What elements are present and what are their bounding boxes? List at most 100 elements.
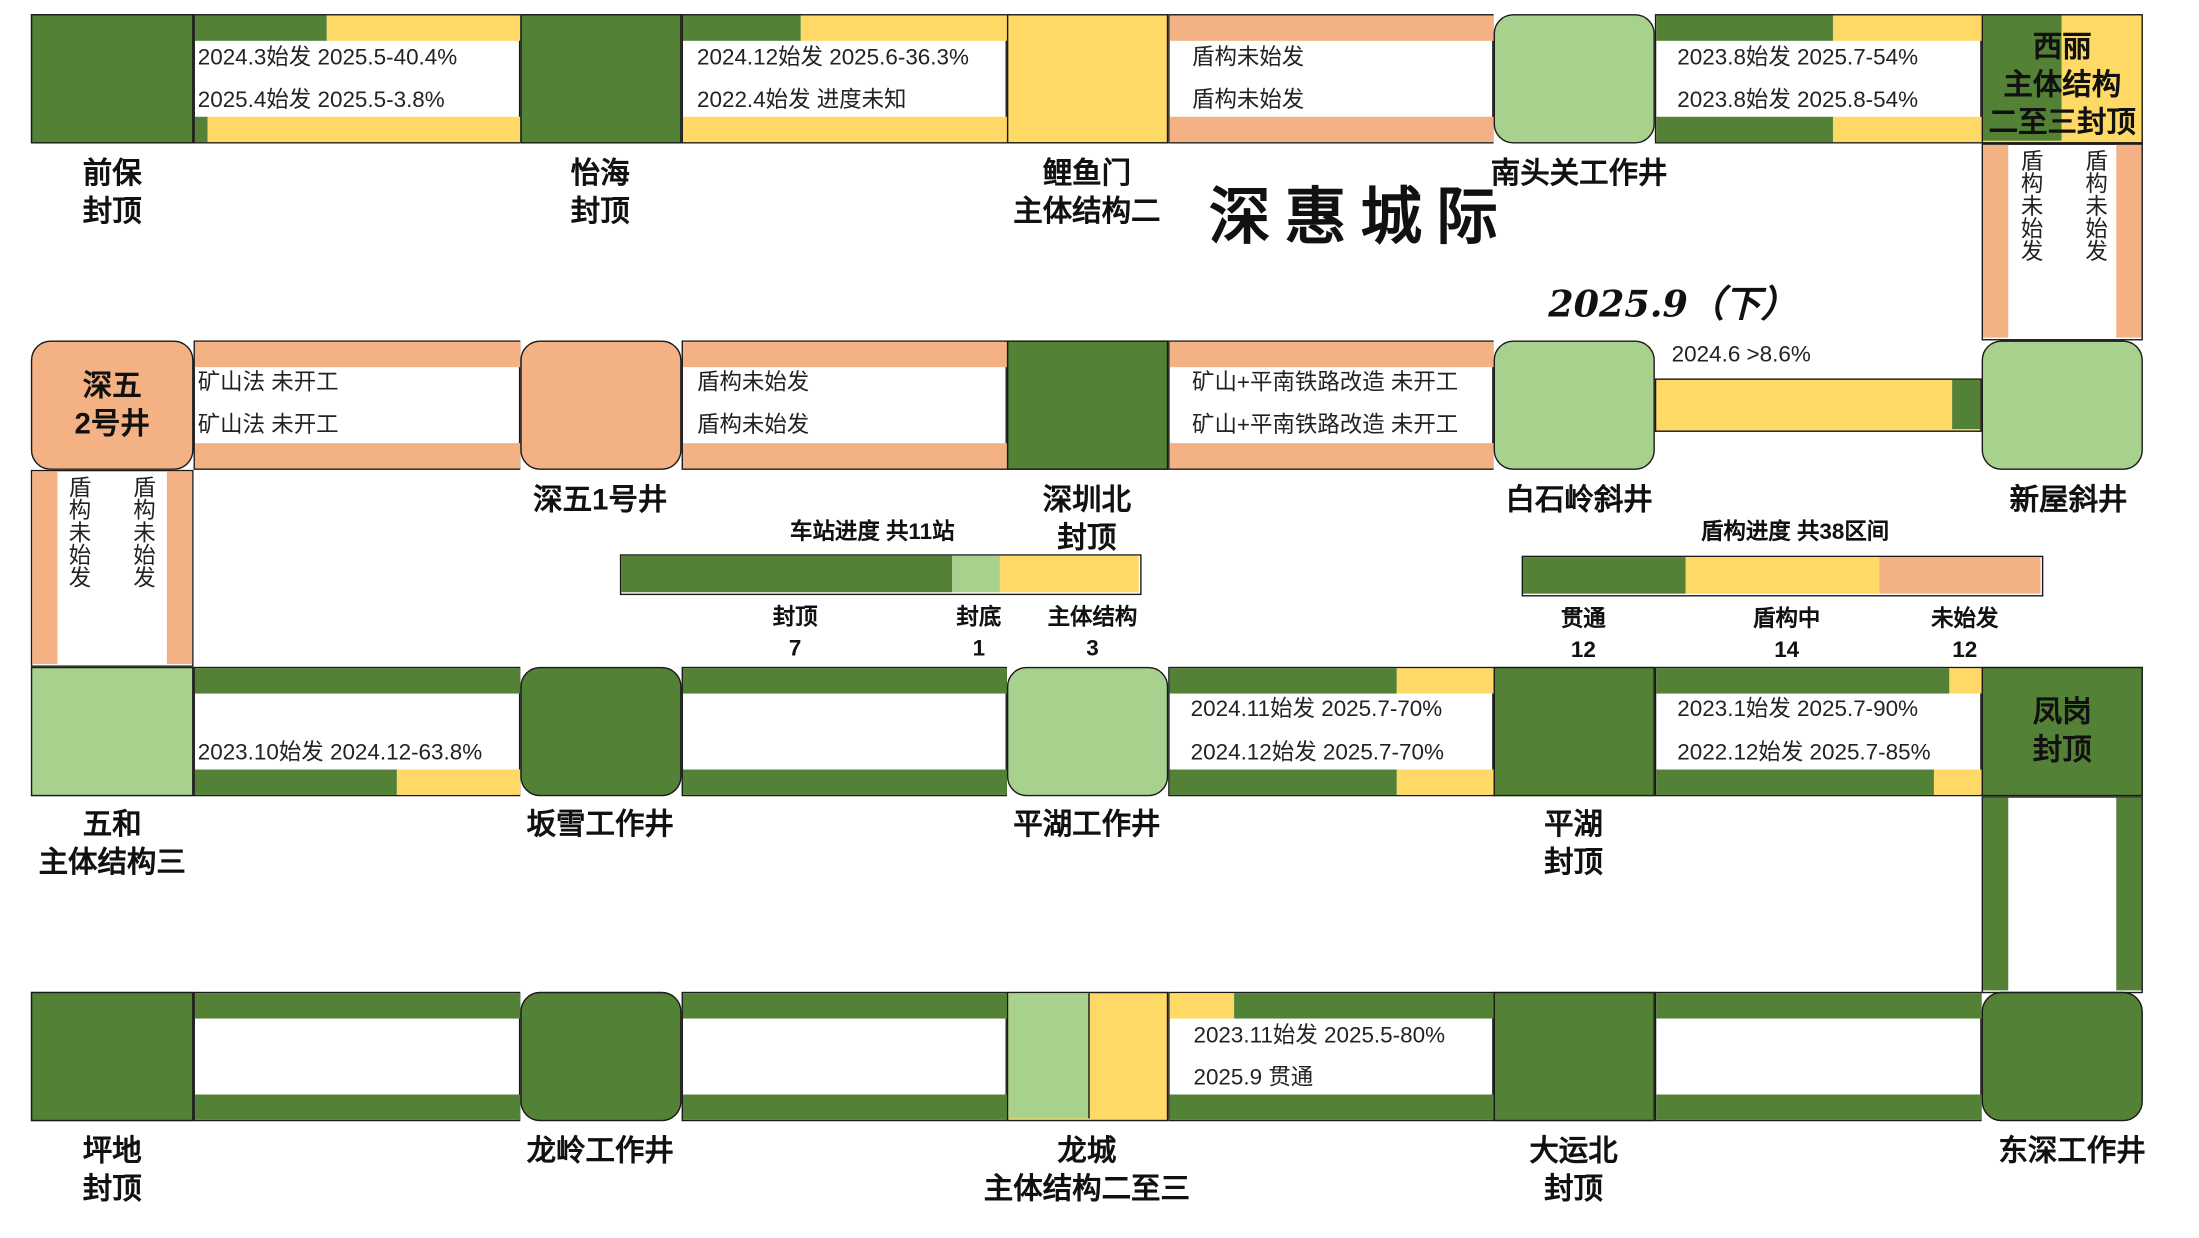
tunnel-remaining bbox=[1832, 15, 1982, 41]
tunnel-not-started bbox=[682, 443, 1007, 469]
section-note: 2023.1始发 2025.7-90% bbox=[1677, 697, 1919, 722]
section-nantouguan-xili bbox=[1654, 14, 1982, 144]
tunnel-not-started bbox=[2116, 144, 2142, 338]
period-label: 2025.9（下） bbox=[1548, 284, 1798, 327]
tunnel-progress-fill bbox=[194, 116, 208, 143]
station-shenwu1 bbox=[520, 340, 682, 470]
tunnel-remaining bbox=[1396, 769, 1494, 795]
station-label: 凤岗 封顶 bbox=[2032, 696, 2092, 767]
station-label: 平湖工作井 bbox=[1013, 808, 1161, 842]
section-note: 盾构未始发 bbox=[1192, 88, 1305, 113]
section-note: 盾构未始发 bbox=[697, 413, 810, 438]
summary-label: 封顶 bbox=[772, 606, 818, 631]
tunnel-complete bbox=[682, 769, 1007, 795]
tunnel-remaining bbox=[207, 116, 521, 143]
tunnel-remaining bbox=[396, 769, 521, 795]
summary-label: 盾构中 bbox=[1753, 607, 1821, 632]
section-baishiling-xinwu bbox=[1654, 378, 1982, 432]
section-longling-longcheng bbox=[681, 991, 1007, 1122]
tunnel-progress-fill bbox=[194, 769, 397, 795]
station-xinwu bbox=[1981, 340, 2143, 470]
station-label: 新屋斜井 bbox=[2009, 483, 2128, 517]
tunnel-complete bbox=[682, 668, 1007, 694]
section-note: 2024.6 >8.6% bbox=[1671, 343, 1811, 368]
summary-segment-fengding bbox=[621, 555, 953, 593]
tunnel-not-started bbox=[1169, 341, 1494, 368]
section-pingdi-longling bbox=[193, 991, 521, 1122]
station-progress-fill bbox=[1008, 993, 1090, 1119]
tunnel-progress-fill bbox=[1656, 769, 1934, 795]
section-note: 2024.3始发 2025.5-40.4% bbox=[197, 46, 458, 71]
map-title: 深惠城际 bbox=[1208, 181, 1512, 254]
summary-segment-fengdi bbox=[952, 555, 1000, 593]
section-note: 2023.11始发 2025.5-80% bbox=[1193, 1024, 1446, 1049]
tunnel-remaining bbox=[326, 15, 521, 41]
station-label: 五和 主体结构三 bbox=[38, 808, 186, 880]
tunnel-progress-fill bbox=[1656, 668, 1950, 694]
tunnel-remaining bbox=[1933, 769, 1982, 795]
summary-label: 主体结构 bbox=[1047, 606, 1138, 631]
section-note: 2023.8始发 2025.8-54% bbox=[1677, 88, 1919, 113]
station-longcheng bbox=[1006, 991, 1169, 1122]
section-note: 矿山+平南铁路改造 未开工 bbox=[1192, 413, 1459, 438]
section-note: 2023.8始发 2025.7-54% bbox=[1677, 46, 1919, 71]
station-label: 坪地 封顶 bbox=[82, 1135, 142, 1206]
station-label: 深五 2号井 bbox=[74, 369, 150, 441]
station-label: 白石岭斜井 bbox=[1505, 483, 1653, 517]
section-xili-xinwu bbox=[1981, 143, 2143, 341]
station-progress-fill bbox=[1983, 15, 2062, 141]
summary-segment-dungouzhong bbox=[1685, 557, 1880, 594]
tunnel-complete bbox=[1656, 1094, 1982, 1120]
section-shenwu2-wuhe bbox=[30, 469, 194, 667]
tunnel-progress-fill bbox=[1169, 769, 1397, 795]
section-note: 矿山法 未开工 bbox=[197, 371, 339, 396]
section-fenggang-dongshen bbox=[1981, 796, 2143, 994]
section-note: 盾构未始发 bbox=[129, 475, 153, 589]
tunnel-not-started bbox=[1169, 116, 1494, 143]
tunnel-not-started bbox=[1169, 443, 1494, 469]
tunnel-progress-fill bbox=[194, 15, 327, 41]
section-note: 盾构未始发 bbox=[1192, 46, 1305, 71]
section-note: 矿山+平南铁路改造 未开工 bbox=[1192, 371, 1459, 396]
section-note: 2024.11始发 2025.7-70% bbox=[1190, 697, 1443, 722]
tunnel-remaining bbox=[1169, 993, 1235, 1019]
section-shenzhenbei-baishiling bbox=[1168, 340, 1494, 470]
station-wuhe bbox=[30, 666, 194, 797]
tunnel-remaining bbox=[1949, 668, 1982, 694]
tunnel-complete bbox=[194, 668, 521, 694]
station-longling bbox=[520, 991, 682, 1122]
station-yihai bbox=[520, 14, 682, 144]
tunnel-progress-fill bbox=[1169, 668, 1397, 694]
station-nantouguan bbox=[1493, 14, 1655, 144]
station-shenzhenbei bbox=[1006, 340, 1169, 470]
section-wuhe-banxue bbox=[193, 666, 521, 797]
tunnel-not-started bbox=[194, 443, 521, 469]
tunnel-progress-fill bbox=[1656, 116, 1833, 143]
section-note: 盾构未始发 bbox=[2016, 149, 2041, 262]
station-pinghu-ws bbox=[1006, 666, 1169, 797]
station-label: 龙岭工作井 bbox=[526, 1135, 674, 1168]
tunnel-complete bbox=[1656, 993, 1982, 1019]
section-note: 盾构未始发 bbox=[2081, 149, 2106, 262]
section-note: 2022.4始发 进度未知 bbox=[697, 88, 907, 113]
section-pinghu-ws-pinghu bbox=[1168, 666, 1494, 797]
summary-station-bar bbox=[619, 554, 1142, 596]
tunnel-complete bbox=[1983, 797, 2009, 991]
station-label: 鲤鱼门 主体结构二 bbox=[1013, 157, 1161, 228]
section-banxue-pinghu-ws bbox=[681, 666, 1007, 797]
tunnel-progress-fill bbox=[1952, 379, 1981, 430]
summary-label: 未始发 bbox=[1931, 607, 1999, 632]
summary-segment-guantong bbox=[1523, 557, 1686, 594]
summary-shield-bar bbox=[1521, 555, 2044, 597]
station-baishiling bbox=[1493, 340, 1655, 470]
station-pinghu bbox=[1493, 666, 1655, 797]
tunnel-progress-fill bbox=[1234, 993, 1494, 1019]
station-label: 龙城 主体结构二至三 bbox=[983, 1135, 1190, 1206]
station-liyumen bbox=[1006, 14, 1169, 144]
summary-segment-zhuti bbox=[999, 555, 1139, 593]
tunnel-not-started bbox=[682, 341, 1007, 368]
summary-value: 14 bbox=[1774, 638, 1800, 663]
tunnel-remaining bbox=[1832, 116, 1982, 143]
section-note: 2024.12始发 2025.7-70% bbox=[1190, 741, 1444, 766]
